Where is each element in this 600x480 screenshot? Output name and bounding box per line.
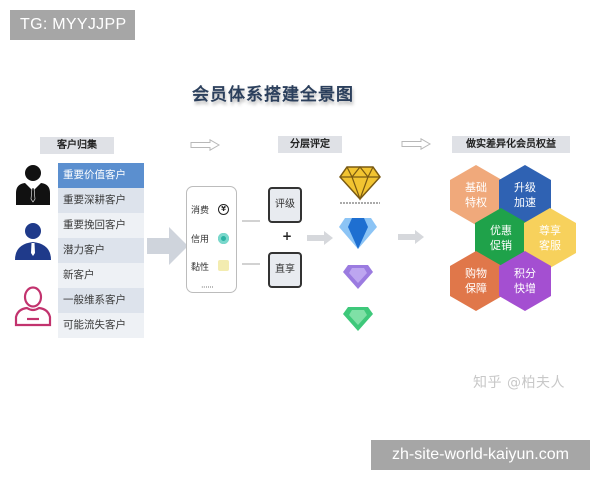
diagram-title: 会员体系搭建全景图 [192,85,354,105]
customer-segment-item: 重要深耕客户 [58,188,144,213]
gray-arrow-icon [398,230,424,244]
person-outline-icon [14,286,52,327]
blue-diamond-icon [339,218,377,249]
gray-arrow-icon [307,231,333,245]
customer-segment-item: 潜力客户 [58,238,144,263]
rating-box: 评级 [268,187,302,223]
customer-segment-item: 重要价值客户 [58,163,144,188]
person-tie-icon [15,223,51,260]
purple-diamond-icon [343,265,373,289]
more-ellipsis: ······ [201,283,214,292]
customer-segment-item: 重要挽回客户 [58,213,144,238]
telegram-badge: TG: MYYJJPP [10,10,135,40]
connector-line [242,220,260,222]
connector-line [242,263,260,265]
green-diamond-icon [343,307,373,331]
flow-arrow-outline-icon [190,139,220,151]
zhihu-attribution: 知乎 @柏夫人 [473,375,565,391]
section-label-customer-collection: 客户归集 [40,137,114,154]
metric-label-consumption: 消费 [191,206,210,216]
section-label-tier-rating: 分层评定 [278,136,342,153]
customer-segment-item: 一般维系客户 [58,288,144,313]
metric-label-stickiness: 黏性 [191,263,210,273]
metrics-card: 消费 ¥ 信用 黏性 ······ [186,186,237,293]
gold-diamond-icon [339,166,381,204]
customer-segment-item: 可能流失客户 [58,313,144,338]
customer-segment-list: 重要价值客户 重要深耕客户 重要挽回客户 潜力客户 新客户 一般维系客户 可能流… [58,163,144,338]
sticky-note-icon [218,260,229,271]
metric-label-credit: 信用 [191,235,210,245]
big-flow-arrow-icon [147,227,188,265]
section-label-benefits: 做实差异化会员权益 [452,136,570,153]
direct-access-box: 直享 [268,252,302,288]
plus-sign: + [282,229,293,243]
person-suit-icon [16,165,50,205]
domain-watermark-badge: zh-site-world-kaiyun.com [371,440,590,470]
flow-arrow-outline-icon [401,138,431,150]
yuan-coin-icon: ¥ [218,204,229,215]
credit-badge-icon [218,233,229,244]
customer-segment-item: 新客户 [58,263,144,288]
